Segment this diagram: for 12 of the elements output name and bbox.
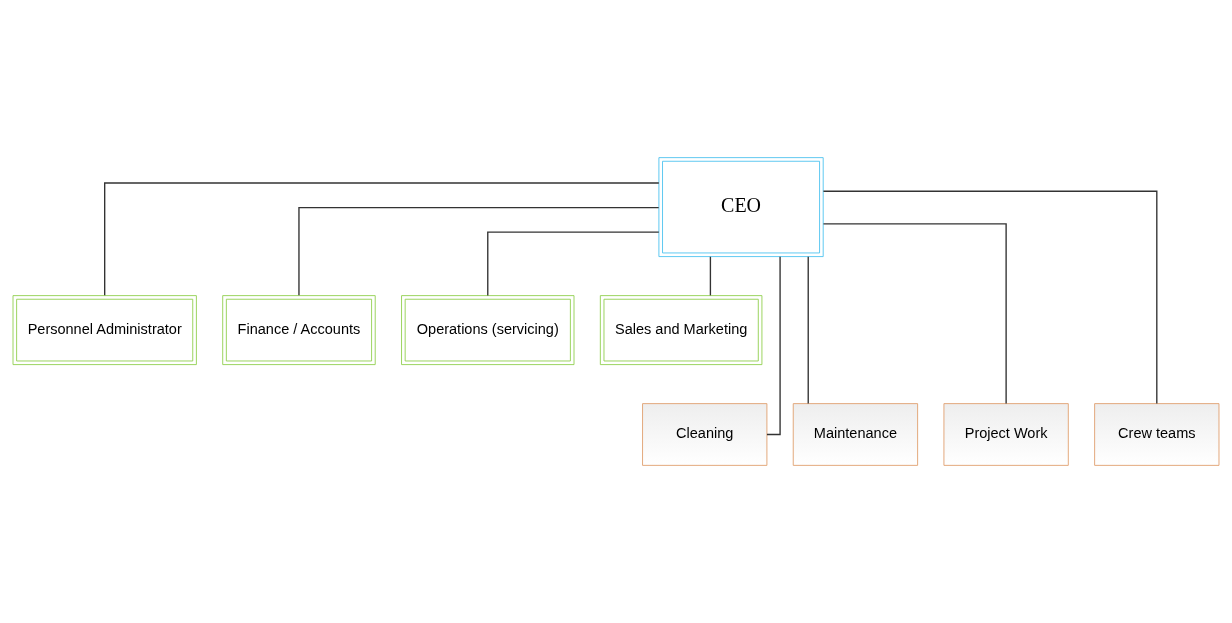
node-box: Maintenance (792, 403, 919, 466)
node-box: Cleaning (642, 403, 768, 466)
connector (487, 231, 660, 297)
connector (766, 256, 781, 436)
connector (822, 190, 1158, 405)
connector (104, 182, 660, 296)
connector (709, 256, 712, 297)
node-box: Crew teams (1094, 403, 1220, 466)
connector (822, 223, 1007, 405)
node-box: Project Work (943, 403, 1069, 466)
connector (807, 256, 809, 405)
connector (298, 206, 660, 296)
